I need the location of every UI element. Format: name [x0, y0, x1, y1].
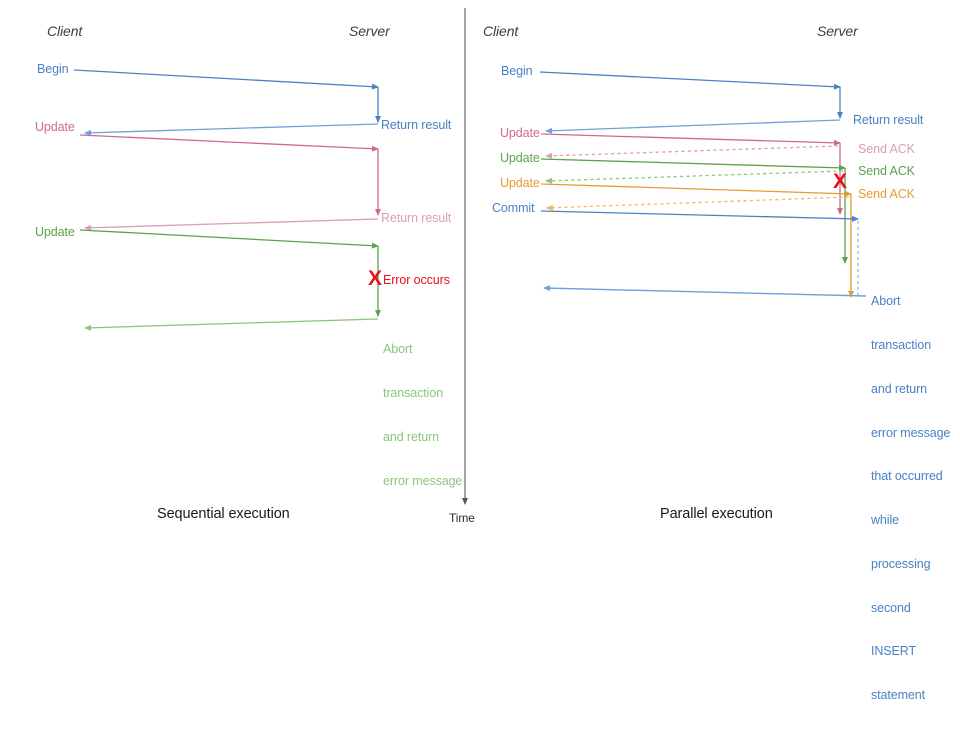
right-abort-note-line-1: Abort — [871, 294, 901, 309]
left-actor-server: Server — [349, 23, 390, 39]
right-panel-caption: Parallel execution — [660, 506, 773, 522]
right-abort-note-line-2: transaction — [871, 337, 932, 352]
arrow-update-pink-request — [540, 133, 841, 146]
right-msg-ack-2: Send ACK — [858, 164, 915, 178]
right-abort-note-line-9: INSERT — [871, 644, 917, 659]
right-abort-note-line-4: error message — [871, 425, 951, 440]
diagram-vector-layer — [73, 8, 867, 505]
right-abort-note-line-10: statement — [871, 688, 925, 703]
time-axis-label: Time — [449, 511, 475, 525]
left-abort-note-line-4: error message — [383, 473, 463, 488]
left-msg-begin: Begin — [37, 62, 69, 76]
right-msg-update-1: Update — [500, 126, 540, 140]
arrow-ack-pink — [545, 145, 839, 159]
right-abort-note-line-8: second — [871, 600, 911, 615]
error-x-icon-right: X — [833, 170, 848, 193]
left-abort-note-line-2: transaction — [383, 385, 444, 400]
right-msg-commit: Commit — [492, 201, 535, 215]
arrow-begin-request-p — [539, 71, 841, 90]
left-panel-arrows — [73, 69, 381, 331]
arrow-commit-request — [540, 210, 859, 222]
arrow-ack-green — [545, 170, 844, 184]
right-msg-return-result: Return result — [853, 113, 924, 127]
left-abort-note-line-3: and return — [383, 429, 439, 444]
left-panel-caption: Sequential execution — [157, 506, 290, 522]
arrow-abort-return-p — [543, 285, 867, 297]
left-msg-update-2: Update — [35, 225, 75, 239]
arrow-update-green-request — [540, 158, 846, 171]
right-actor-client: Client — [483, 23, 519, 39]
arrow-update-2-request — [79, 229, 379, 249]
right-actor-server: Server — [817, 23, 858, 39]
diagram-canvas: Client Server Begin Update Update Return… — [35, 8, 951, 703]
arrow-ack-orange — [545, 196, 850, 211]
right-msg-begin: Begin — [501, 64, 533, 78]
left-error-label: Error occurs — [383, 273, 450, 287]
arrow-return-result-2 — [84, 218, 379, 231]
error-x-icon-left: X — [368, 267, 383, 290]
right-panel-arrows — [539, 71, 867, 298]
right-abort-note: Abort transaction and return error messa… — [871, 265, 950, 732]
left-actor-client: Client — [47, 23, 83, 39]
right-abort-note-line-3: and return — [871, 381, 927, 396]
left-abort-note-line-1: Abort — [383, 342, 413, 357]
left-msg-return-result-1: Return result — [381, 118, 452, 132]
left-msg-return-result-2: Return result — [381, 211, 452, 225]
arrow-update-1-request — [79, 134, 379, 152]
right-msg-ack-3: Send ACK — [858, 187, 915, 201]
arrow-begin-request — [73, 69, 379, 90]
right-msg-ack-1: Send ACK — [858, 142, 915, 156]
arrow-abort-return — [84, 318, 379, 331]
right-msg-update-2: Update — [500, 151, 540, 165]
right-msg-update-3: Update — [500, 176, 540, 190]
arrow-update-orange-request — [540, 183, 852, 197]
right-abort-note-line-6: while — [871, 513, 899, 528]
arrow-return-result-p — [545, 119, 841, 134]
left-abort-note: Abort transaction and return error messa… — [383, 313, 462, 517]
right-abort-note-line-7: processing — [871, 556, 931, 571]
arrow-return-result-1 — [84, 123, 379, 136]
right-abort-note-line-5: that occurred — [871, 469, 943, 484]
left-msg-update-1: Update — [35, 120, 75, 134]
